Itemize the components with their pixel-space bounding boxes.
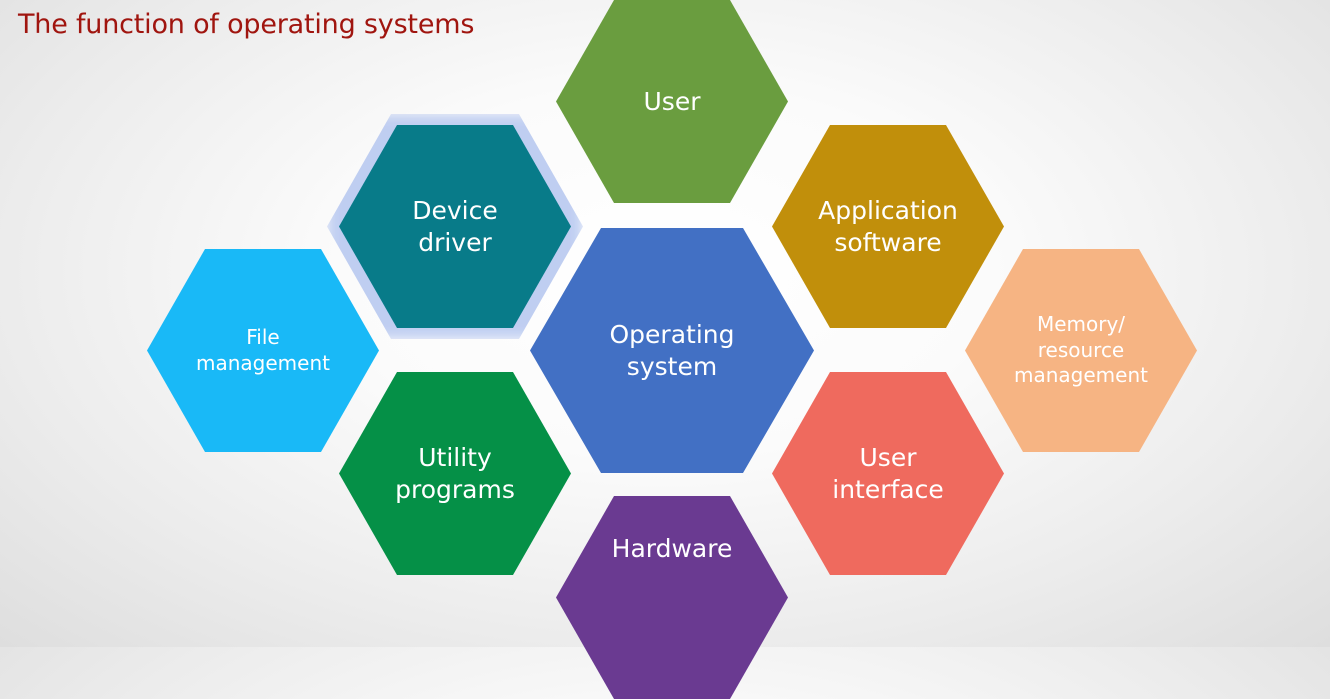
hexagon-file-management-label: File management: [196, 324, 330, 375]
hexagon-operating-system: Operating system: [530, 228, 814, 473]
hexagon-memory-resource-management-label: Memory/ resource management: [1014, 312, 1148, 388]
hexagon-hardware: Hardware: [556, 496, 788, 699]
slide-title: The function of operating systems: [18, 9, 475, 40]
hexagon-file-management: File management: [147, 249, 379, 452]
hexagon-user: User: [556, 0, 788, 203]
hexagon-application-software: Application software: [772, 125, 1004, 328]
hexagon-memory-resource-management: Memory/ resource management: [965, 249, 1197, 452]
hexagon-hardware-label: Hardware: [611, 533, 733, 563]
hexagon-utility-programs: Utility programs: [339, 372, 571, 575]
hexagon-user-label: User: [643, 86, 701, 116]
hexagon-application-software-label: Application software: [818, 195, 958, 257]
hexagon-utility-programs-label: Utility programs: [395, 442, 515, 504]
hexagon-device-driver-label: Device driver: [412, 195, 498, 257]
hexagon-user-interface: User interface: [772, 372, 1004, 575]
hexagon-operating-system-label: Operating system: [609, 319, 735, 381]
hexagon-user-interface-label: User interface: [832, 442, 944, 504]
